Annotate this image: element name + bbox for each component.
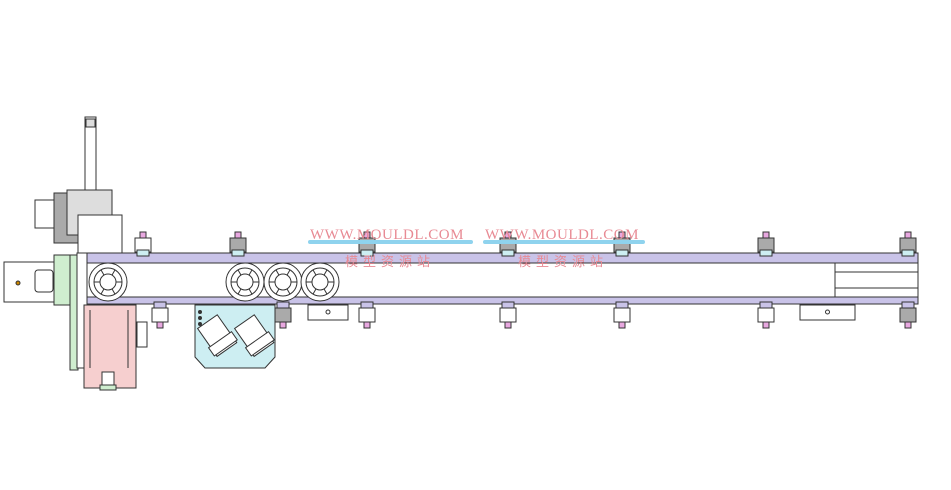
left-cylinder-block bbox=[3, 261, 57, 303]
rail-bracket bbox=[499, 301, 517, 329]
watermark-url: WWW.MOULDL.COM bbox=[485, 227, 639, 243]
conveyor-beam bbox=[86, 252, 919, 305]
motor bbox=[34, 189, 123, 256]
watermark-cn: 模型资源站 bbox=[518, 254, 609, 269]
rail-bracket bbox=[899, 231, 917, 257]
sensor-bracket bbox=[136, 321, 148, 348]
roller-wheel bbox=[88, 262, 128, 302]
watermark-url: WWW.MOULDL.COM bbox=[310, 227, 464, 243]
watermark-underline bbox=[483, 240, 645, 244]
rail-bracket bbox=[134, 231, 152, 257]
pink-drive-box bbox=[83, 304, 137, 391]
rail-bracket bbox=[757, 301, 775, 329]
mounting-foot bbox=[307, 304, 349, 321]
roller-wheel bbox=[263, 262, 303, 302]
rail-bracket bbox=[229, 231, 247, 257]
green-plate bbox=[53, 254, 72, 306]
roller-wheel bbox=[300, 262, 340, 302]
rail-bracket bbox=[151, 301, 169, 329]
cyan-gripper-plate bbox=[194, 304, 276, 369]
watermark-underline bbox=[308, 240, 473, 244]
roller-wheel bbox=[225, 262, 265, 302]
rail-bracket bbox=[274, 301, 292, 329]
watermark-cn: 模型资源站 bbox=[345, 254, 436, 269]
rail-bracket bbox=[358, 301, 376, 329]
rail-bracket bbox=[899, 301, 917, 329]
rail-bracket bbox=[757, 231, 775, 257]
rail-bracket bbox=[613, 301, 631, 329]
mounting-foot bbox=[799, 304, 856, 321]
